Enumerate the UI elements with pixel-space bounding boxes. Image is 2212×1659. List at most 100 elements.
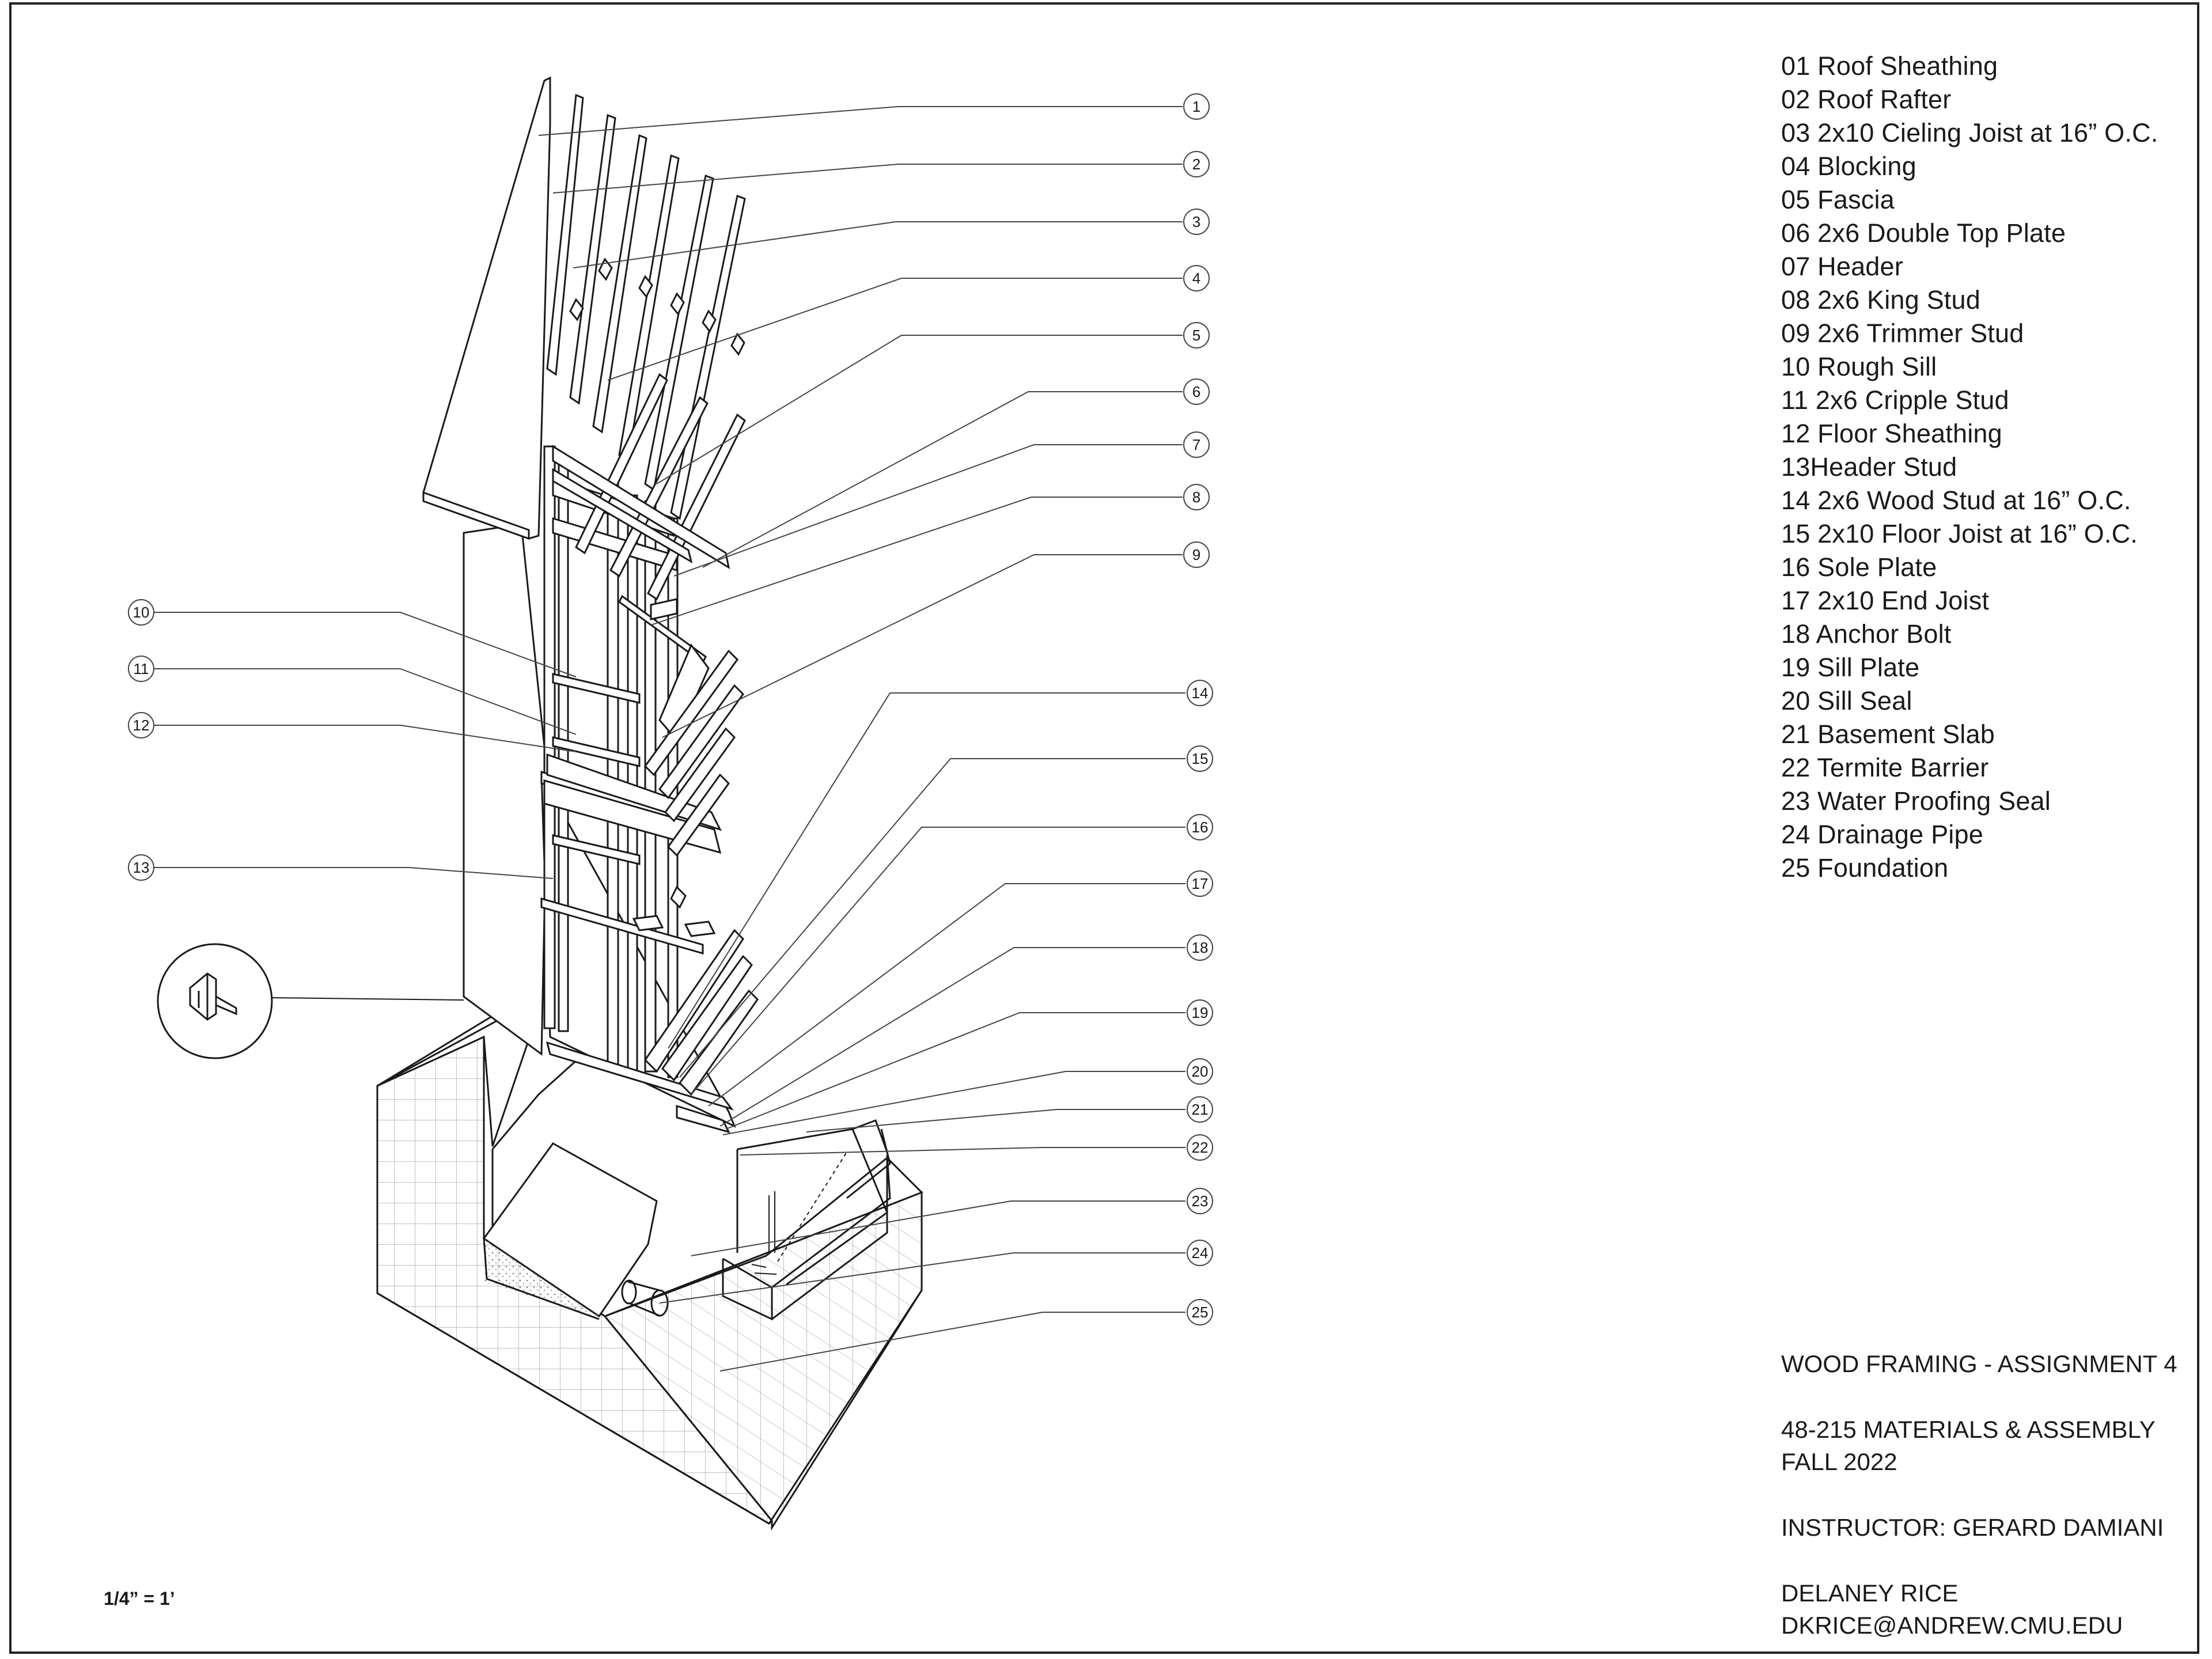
roof — [422, 76, 746, 620]
callout-circle — [1183, 378, 1210, 405]
legend-item: 08 2x6 King Stud — [1781, 285, 1980, 315]
callout-5: 5 — [1183, 322, 1210, 349]
callout-number: 13 — [133, 859, 150, 876]
callout-circle — [1187, 1096, 1213, 1123]
legend-item: 21 Basement Slab — [1781, 719, 1995, 749]
legend-item: 03 2x10 Cieling Joist at 16” O.C. — [1781, 118, 2158, 147]
callout-number: 24 — [1192, 1244, 1209, 1262]
callout-circle — [1183, 93, 1210, 120]
callout-number: 6 — [1192, 383, 1200, 400]
legend-item: 15 2x10 Floor Joist at 16” O.C. — [1781, 519, 2138, 548]
legend-item: 23 Water Proofing Seal — [1781, 786, 2051, 816]
callout-circle — [1183, 322, 1210, 349]
legend-item: 14 2x6 Wood Stud at 16” O.C. — [1781, 486, 2131, 515]
callout-16: 16 — [1187, 814, 1213, 840]
legend-item: 01 Roof Sheathing — [1781, 51, 1998, 81]
callout-24: 24 — [1187, 1240, 1213, 1266]
course-name: 48-215 MATERIALS & ASSEMBLY — [1781, 1416, 2156, 1443]
assignment-title: WOOD FRAMING - ASSIGNMENT 4 — [1781, 1350, 2177, 1377]
legend-item: 09 2x6 Trimmer Stud — [1781, 319, 2024, 348]
legend-item: 11 2x6 Cripple Stud — [1781, 385, 2009, 415]
callout-3: 3 — [1183, 209, 1210, 235]
callout-circle — [1187, 1188, 1213, 1214]
legend-item: 12 Floor Sheathing — [1781, 419, 2002, 448]
callout-number: 17 — [1192, 875, 1209, 892]
callout-circle — [128, 854, 154, 881]
callout-circle — [1183, 151, 1210, 177]
callout-number: 9 — [1192, 546, 1200, 563]
legend-item: 25 Foundation — [1781, 853, 1949, 882]
callout-circle — [1183, 209, 1210, 235]
callout-circle — [1187, 870, 1213, 897]
legend-item: 18 Anchor Bolt — [1781, 619, 1952, 649]
detail-bubble — [157, 943, 464, 1059]
callout-circle — [1187, 680, 1213, 706]
author-email: DKRICE@ANDREW.CMU.EDU — [1781, 1612, 2123, 1639]
callout-circle — [1187, 1240, 1213, 1266]
callout-23: 23 — [1187, 1188, 1213, 1214]
callout-13: 13 — [128, 854, 154, 881]
callout-circle — [1187, 814, 1213, 840]
callout-20: 20 — [1187, 1058, 1213, 1085]
callout-number: 7 — [1192, 436, 1200, 453]
legend-item: 02 Roof Rafter — [1781, 85, 1952, 114]
legend-item: 13Header Stud — [1781, 452, 1957, 482]
callout-circle — [128, 599, 154, 626]
legend-item: 04 Blocking — [1781, 151, 1916, 181]
wall-joists — [644, 649, 744, 857]
callout-number: 16 — [1192, 819, 1209, 836]
callout-number: 11 — [134, 660, 149, 677]
callout-number: 15 — [1192, 750, 1209, 767]
callout-number: 21 — [1192, 1101, 1209, 1118]
callout-number: 19 — [1192, 1004, 1209, 1021]
floor-joists — [632, 885, 759, 1096]
legend-item: 24 Drainage Pipe — [1781, 820, 1983, 849]
callout-7: 7 — [1183, 431, 1210, 458]
callout-9: 9 — [1183, 541, 1210, 568]
callout-2: 2 — [1183, 151, 1210, 177]
callout-circle — [1187, 999, 1213, 1026]
legend-item: 06 2x6 Double Top Plate — [1781, 218, 2066, 248]
callout-bubbles: 1234567891011121314151617181920212223242… — [128, 93, 1213, 1325]
callout-19: 19 — [1187, 999, 1213, 1026]
callout-number: 10 — [133, 604, 150, 621]
callout-circle — [1187, 934, 1213, 961]
legend-item: 07 Header — [1781, 252, 1903, 281]
callout-21: 21 — [1187, 1096, 1213, 1123]
callout-8: 8 — [1183, 484, 1210, 510]
leader-lines — [154, 106, 1185, 1372]
legend-item: 10 Rough Sill — [1781, 352, 1937, 381]
callout-11: 11 — [128, 656, 154, 682]
callout-18: 18 — [1187, 934, 1213, 961]
legend-item: 19 Sill Plate — [1781, 653, 1920, 682]
callout-number: 1 — [1192, 98, 1200, 115]
callout-number: 12 — [133, 717, 150, 734]
legend-item: 20 Sill Seal — [1781, 686, 1912, 715]
legend-item: 16 Sole Plate — [1781, 552, 1937, 582]
sheet-border — [9, 2, 2199, 1654]
callout-number: 25 — [1192, 1304, 1209, 1321]
component-legend: 01 Roof Sheathing 02 Roof Rafter 03 2x10 C… — [1781, 50, 2173, 885]
author-name: DELANEY RICE — [1781, 1580, 1959, 1607]
callout-4: 4 — [1183, 265, 1210, 291]
foundation — [376, 978, 923, 1531]
callout-10: 10 — [128, 599, 154, 626]
callout-circle — [1183, 265, 1210, 291]
callout-1: 1 — [1183, 93, 1210, 120]
callout-circle — [1183, 541, 1210, 568]
callout-number: 4 — [1192, 270, 1200, 287]
callout-22: 22 — [1187, 1134, 1213, 1161]
instructor-name: INSTRUCTOR: GERARD DAMIANI — [1781, 1514, 2164, 1541]
legend-item: 22 Termite Barrier — [1781, 753, 1989, 782]
callout-14: 14 — [1187, 680, 1213, 706]
course-term: FALL 2022 — [1781, 1448, 1897, 1475]
callout-number: 14 — [1192, 684, 1209, 702]
callout-circle — [1187, 1058, 1213, 1085]
callout-number: 5 — [1192, 327, 1200, 344]
callout-circle — [128, 712, 154, 738]
callout-number: 8 — [1192, 488, 1200, 506]
callout-number: 2 — [1192, 156, 1200, 173]
callout-15: 15 — [1187, 745, 1213, 772]
